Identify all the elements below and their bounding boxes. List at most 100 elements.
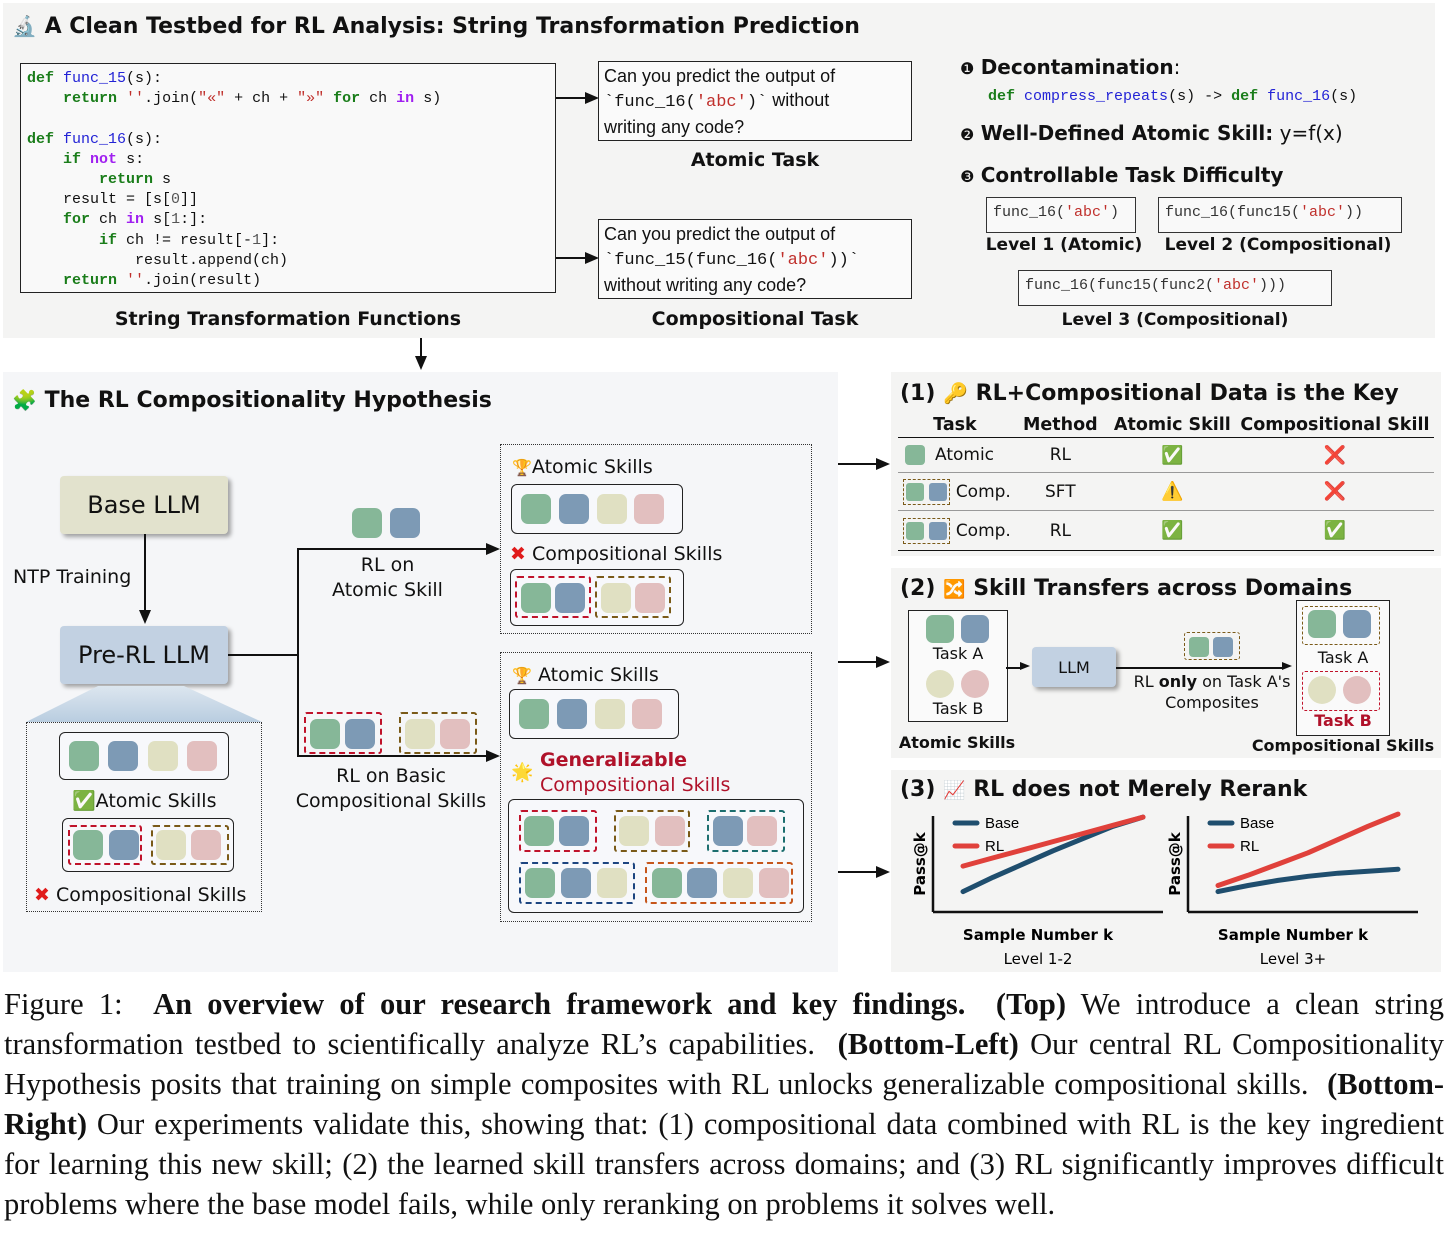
branch-comp-label: RL on Basic Compositional Skills xyxy=(295,765,487,812)
atomic-result: ⚠️ xyxy=(1161,481,1184,502)
arrowhead xyxy=(486,750,500,762)
legend-label-base: Base xyxy=(985,815,1019,832)
atomic-skills-box: Task A Task B xyxy=(908,610,1008,722)
arrowhead xyxy=(1282,662,1292,670)
level-3-label: Level 3 (Compositional) xyxy=(1061,310,1289,330)
atomic-task-caption: Atomic Task xyxy=(690,149,820,171)
x-axis-label: Sample Number k xyxy=(963,926,1114,944)
ntp-arrow xyxy=(144,534,146,612)
branch-comp-arrow xyxy=(297,755,487,757)
pre-comp-label: ✖ Compositional Skills xyxy=(34,884,247,906)
skill-yellow xyxy=(595,699,625,729)
task-a-label: Task A xyxy=(1317,648,1369,667)
skill-blue xyxy=(1343,610,1371,638)
skill-blue xyxy=(555,583,585,613)
skill-green xyxy=(1189,637,1209,657)
hypothesis-title: 🧩 The RL Compositionality Hypothesis xyxy=(12,388,492,413)
arrowhead xyxy=(585,252,599,264)
skill-pink-circle xyxy=(1343,676,1371,704)
pre-atomic-skill-set xyxy=(59,732,229,780)
level-2-label: Level 2 (Compositional) xyxy=(1164,235,1392,255)
skill-green xyxy=(519,699,549,729)
finding-3-title: (3) 📈 RL does not Merely Rerank xyxy=(900,777,1308,802)
base-llm-box: Base LLM xyxy=(60,476,228,534)
skill-green xyxy=(525,868,555,898)
finding-2-title: (2) 🔀 Skill Transfers across Domains xyxy=(900,576,1353,601)
pre-comp-skill-set xyxy=(62,818,234,872)
x-axis-label: Sample Number k xyxy=(1218,926,1369,944)
skill-pink xyxy=(635,583,665,613)
skill-blue xyxy=(961,615,989,643)
skill-yellow xyxy=(601,583,631,613)
skill-pink xyxy=(187,741,217,771)
skill-green xyxy=(310,719,340,749)
rl-transfer-label: RL only on Task A's Composites xyxy=(1133,672,1291,712)
skill-blue xyxy=(345,719,375,749)
legend-label-rl: RL xyxy=(1240,838,1259,855)
decontamination-code: def compress_repeats(s) -> def func_16(s… xyxy=(988,88,1358,105)
chart-increasing-icon: 📈 xyxy=(943,780,966,801)
skill-blue xyxy=(561,868,591,898)
composite-brown xyxy=(151,825,229,865)
results-table: Task Method Atomic Skill Compositional S… xyxy=(898,413,1434,551)
chart-subtitle: Level 3+ xyxy=(1260,950,1326,968)
skill-pink xyxy=(191,830,221,860)
outcome2-atomic-set xyxy=(509,689,679,739)
skill-pink xyxy=(759,868,789,898)
skill-green xyxy=(352,508,382,538)
atomic-skills-caption: Atomic Skills xyxy=(898,733,1016,752)
col-task: Task xyxy=(933,415,977,435)
skill-green xyxy=(926,615,954,643)
skill-blue xyxy=(559,816,589,846)
code-line: return ''.join("«" + ch + "»" for ch in … xyxy=(63,90,442,108)
composite-orange xyxy=(645,862,793,904)
col-comp: Compositional Skill xyxy=(1240,415,1430,435)
comp-result: ✅ xyxy=(1323,520,1347,541)
task-b-label: Task B xyxy=(932,699,984,718)
legend-label-rl: RL xyxy=(985,838,1004,855)
code-line xyxy=(27,109,549,129)
outcome1-atomic-label: 🏆Atomic Skills xyxy=(512,456,653,478)
code-caption: String Transformation Functions xyxy=(114,308,462,330)
skill-green xyxy=(1308,610,1336,638)
arrow-to-llm xyxy=(1006,667,1022,669)
skill-green xyxy=(521,494,551,524)
code-line: result = [s[0]] xyxy=(27,191,199,209)
finding-1-panel xyxy=(891,372,1441,556)
branch-vertical xyxy=(297,548,299,756)
skill-blue xyxy=(687,868,717,898)
arrowhead xyxy=(876,656,890,668)
comp-result: ❌ xyxy=(1323,444,1347,466)
code-line: for ch in s[1:]: xyxy=(63,211,208,229)
composite-red xyxy=(68,825,142,865)
skill-yellow xyxy=(405,719,435,749)
composite-teal xyxy=(707,810,785,852)
comp-result: ❌ xyxy=(1323,481,1347,502)
code-line: def func_16(s): xyxy=(27,130,163,148)
code-line: result.append(ch) xyxy=(27,251,289,269)
outcome1-comp-label: ✖ Compositional Skills xyxy=(510,543,723,565)
outcome-comp-rl-box xyxy=(500,652,812,922)
outcome-atomic-rl-box xyxy=(500,444,812,634)
series-line-rl xyxy=(1215,811,1401,888)
skill-blue xyxy=(559,494,589,524)
finding-1-title: (1) 🔑 RL+Compositional Data is the Key xyxy=(900,381,1399,406)
skill-pink xyxy=(634,494,664,524)
skill-green xyxy=(524,816,554,846)
composite-brown xyxy=(1184,632,1240,660)
composite-brown xyxy=(595,576,671,618)
outcome1-comp-set xyxy=(510,569,684,626)
key-icon: 🔑 xyxy=(943,381,968,405)
skill-blue xyxy=(109,830,139,860)
table-row: Comp. SFT ⚠️ ❌ xyxy=(898,473,1434,511)
series-line-base xyxy=(1215,866,1401,895)
skill-pink xyxy=(655,816,685,846)
skill-yellow xyxy=(723,868,753,898)
skill-pink xyxy=(632,699,662,729)
composite-icon xyxy=(903,517,951,544)
pre-rl-skills-box xyxy=(26,722,262,912)
code-line: return s xyxy=(99,171,172,189)
skill-yellow xyxy=(148,741,178,771)
skill-green xyxy=(521,583,551,613)
composite-red xyxy=(304,712,382,754)
